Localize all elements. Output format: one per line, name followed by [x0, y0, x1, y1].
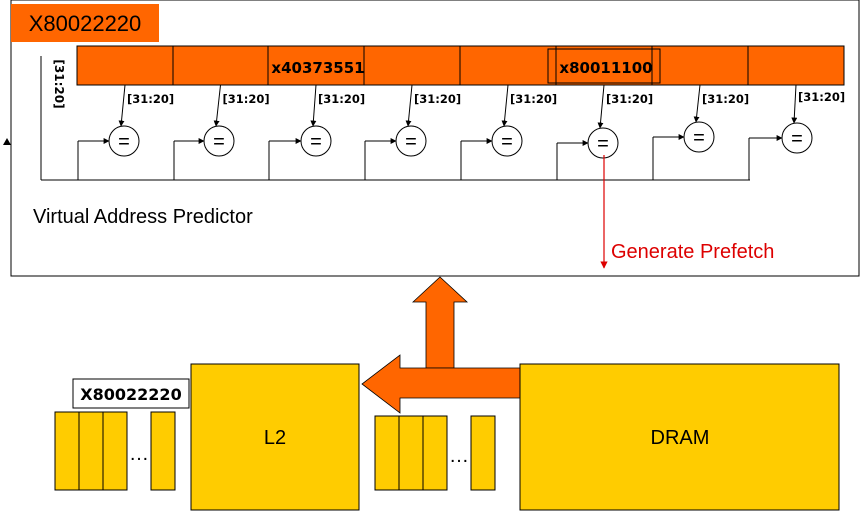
comparator: [395, 125, 427, 157]
bit-range-label: [31:20]: [606, 92, 653, 106]
predictor-entry-value: x80011100: [559, 59, 652, 77]
l1-line-stack: …: [54, 411, 176, 491]
comparator-symbol: =: [693, 127, 705, 149]
stack-slot: [398, 415, 424, 491]
dram-line-stack: …: [374, 415, 496, 491]
comparator: [203, 125, 235, 157]
comparator: [300, 125, 332, 157]
comparators: [31:20] = [31:20] = [31:20] = [31:20] = [31:20] =…: [78, 84, 845, 159]
stack-slot: [422, 415, 448, 491]
frame-left-arrow-marker: [3, 138, 11, 145]
bit-range-label: [31:20]: [798, 90, 845, 104]
dram-label: DRAM: [651, 427, 710, 449]
stack-slot: [150, 411, 176, 491]
bit-range-label: [31:20]: [318, 92, 365, 106]
up-arrow-to-predictor: [411, 276, 469, 369]
predictor-entry: [267, 45, 365, 86]
comparator: [683, 121, 715, 153]
predictor-entry: [459, 45, 557, 86]
predictor-table: x40373551 x80011100: [76, 45, 845, 86]
predictor-entry: [76, 45, 174, 86]
predictor-entry: [747, 45, 845, 86]
matched-entry-highlight: [547, 48, 661, 84]
prefetch-label: Generate Prefetch: [611, 241, 774, 263]
bit-range-label: [31:20]: [510, 92, 557, 106]
stack-ellipsis: …: [449, 445, 469, 467]
bit-range-label: [31:20]: [223, 92, 270, 106]
memory-address-text: X80022220: [80, 385, 181, 404]
memory-address-box: [72, 378, 190, 409]
comparator: [108, 125, 140, 157]
comparator-symbol: =: [597, 133, 609, 155]
comparator-symbol: =: [118, 131, 130, 153]
bit-range-label: [31:20]: [414, 92, 461, 106]
comparator-symbol: =: [310, 131, 322, 153]
stack-slot: [54, 411, 80, 491]
predictor-entry-value: x40373551: [271, 59, 364, 77]
vertical-bit-range-label: [31:20]: [52, 59, 66, 108]
predictor-entry: [363, 45, 461, 86]
dram-block: [519, 363, 840, 511]
bit-range-label: [31:20]: [702, 92, 749, 106]
comparator: [587, 127, 619, 159]
bit-range-label: [31:20]: [127, 92, 174, 106]
comparator-symbol: =: [501, 131, 513, 153]
comparator-symbol: =: [405, 131, 417, 153]
comparator-bus: [40, 112, 750, 181]
comparator-symbol: =: [791, 128, 803, 150]
predictor-entry: [172, 45, 269, 86]
predictor-entry: [555, 45, 653, 86]
stack-slot: [102, 411, 128, 491]
comparator-symbol: =: [213, 131, 225, 153]
stack-slot: [470, 415, 496, 491]
address-box: [11, 4, 159, 42]
predictor-entry: [651, 45, 749, 86]
comparator: [491, 125, 523, 157]
left-arrow-to-l2: [361, 354, 522, 414]
address-box-text: X80022220: [29, 11, 142, 36]
comparator: [781, 122, 813, 154]
vertical-bit-range: [31:20]: [40, 56, 66, 112]
l2-label: L2: [264, 427, 286, 449]
stack-slot: [78, 411, 104, 491]
stack-ellipsis: …: [129, 443, 149, 465]
stack-slot: [374, 415, 400, 491]
predictor-title: Virtual Address Predictor: [33, 206, 253, 228]
l2-block: [190, 363, 360, 511]
